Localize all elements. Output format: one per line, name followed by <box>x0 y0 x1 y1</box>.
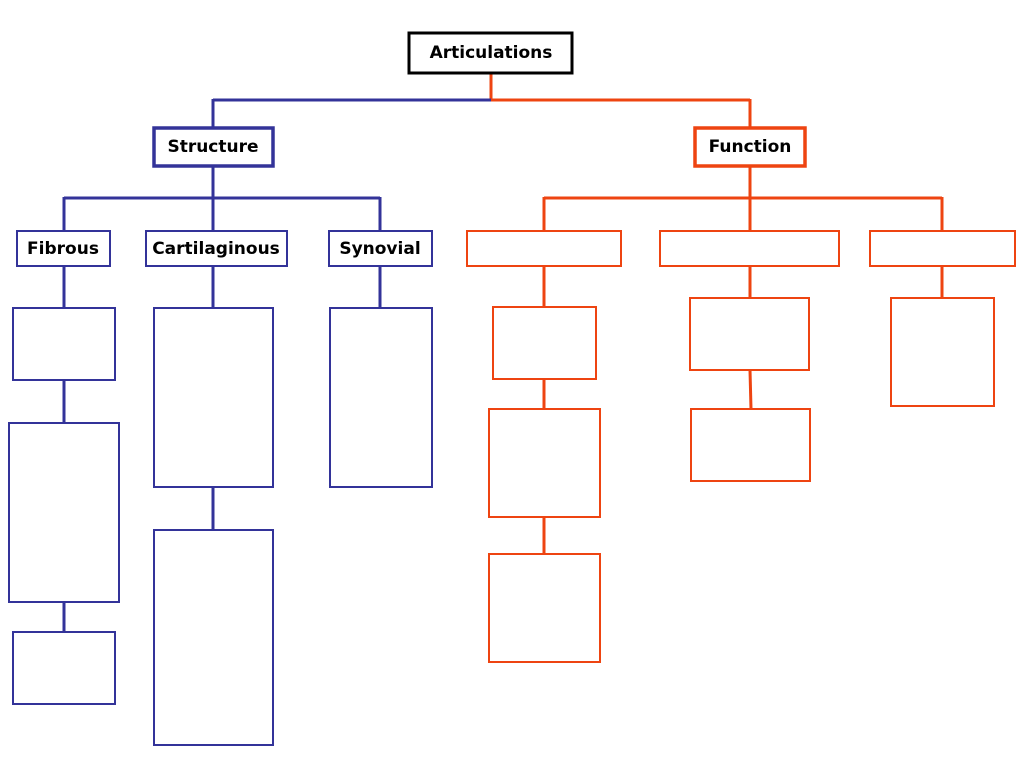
function-child-1-box-c <box>488 553 601 663</box>
function-child-2-box-b <box>690 408 811 482</box>
function-node-box <box>693 126 807 168</box>
function-child-1 <box>466 230 622 267</box>
function-empty-boxes <box>488 297 995 663</box>
structure-node: Structure <box>152 126 275 168</box>
root-node-label: Articulations <box>430 43 553 63</box>
cartilaginous-node-box <box>145 230 288 267</box>
synovial-node: Synovial <box>328 230 433 267</box>
cartilaginous-box-2 <box>153 529 274 746</box>
cartilaginous-node-label: Cartilaginous <box>152 239 280 259</box>
synovial-node-box <box>328 230 433 267</box>
function-node-label: Function <box>709 137 792 157</box>
function-child-1-box-a <box>492 306 597 380</box>
fibrous-box-2 <box>8 422 120 603</box>
root-node-box <box>407 31 574 75</box>
function-node: Function <box>693 126 807 168</box>
fibrous-box-3 <box>12 631 116 705</box>
function-child-2-box <box>659 230 840 267</box>
root-node: Articulations <box>407 31 574 75</box>
function-connectors <box>542 166 944 554</box>
function-child-3 <box>869 230 1016 267</box>
function-child-1-box <box>466 230 622 267</box>
function-child-3-box <box>869 230 1016 267</box>
structure-node-box <box>152 126 275 168</box>
synovial-box-1 <box>329 307 433 488</box>
cartilaginous-box-1 <box>153 307 274 488</box>
root-connectors <box>211 73 752 128</box>
function-child-1-box-b <box>488 408 601 518</box>
structure-empty-boxes <box>8 307 433 746</box>
cartilaginous-node: Cartilaginous <box>145 230 288 267</box>
structure-connectors <box>62 166 382 632</box>
synovial-node-label: Synovial <box>339 239 420 259</box>
function-child-2 <box>659 230 840 267</box>
fibrous-box-1 <box>12 307 116 381</box>
fibrous-node-box <box>16 230 111 267</box>
fibrous-node: Fibrous <box>16 230 111 267</box>
fibrous-node-label: Fibrous <box>27 239 99 259</box>
structure-node-label: Structure <box>167 137 258 157</box>
function-child-2-box-a <box>689 297 810 371</box>
function-child-3-box-a <box>890 297 995 407</box>
